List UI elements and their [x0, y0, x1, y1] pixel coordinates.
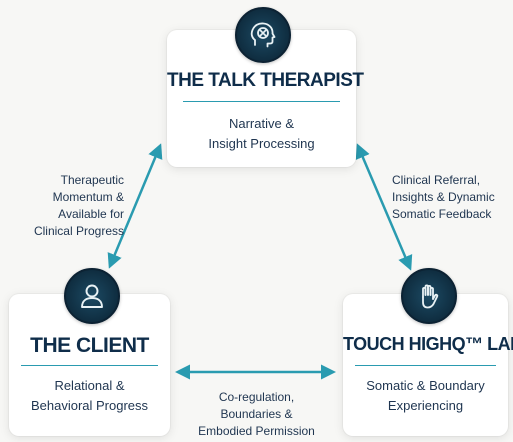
lab-title: TOUCH HIGHQ™ LAB — [343, 334, 513, 354]
lab-description: Somatic & Boundary Experiencing — [366, 378, 485, 413]
person-icon — [64, 268, 120, 324]
edge-label-client-therapist: Therapeutic Momentum & Available for Cli… — [33, 173, 124, 238]
therapist-title: THE TALK THERAPIST — [167, 70, 364, 91]
therapist-description: Narrative & Insight Processing — [208, 116, 315, 151]
arrow-client-therapist — [107, 143, 163, 269]
edge-label-client-lab: Co-regulation, Boundaries & Embodied Per… — [198, 390, 315, 438]
edge-label-therapist-lab: Clinical Referral, Insights & Dynamic So… — [392, 173, 495, 221]
client-card: THE CLIENT Relational & Behavioral Progr… — [9, 294, 170, 436]
client-description: Relational & Behavioral Progress — [30, 378, 149, 413]
client-title: THE CLIENT — [30, 334, 149, 357]
client-divider — [21, 365, 158, 366]
arrow-therapist-lab — [355, 143, 413, 271]
hand-icon — [401, 268, 457, 324]
head-brain-icon — [235, 7, 291, 63]
therapist-divider — [183, 101, 340, 102]
lab-divider — [355, 365, 496, 366]
